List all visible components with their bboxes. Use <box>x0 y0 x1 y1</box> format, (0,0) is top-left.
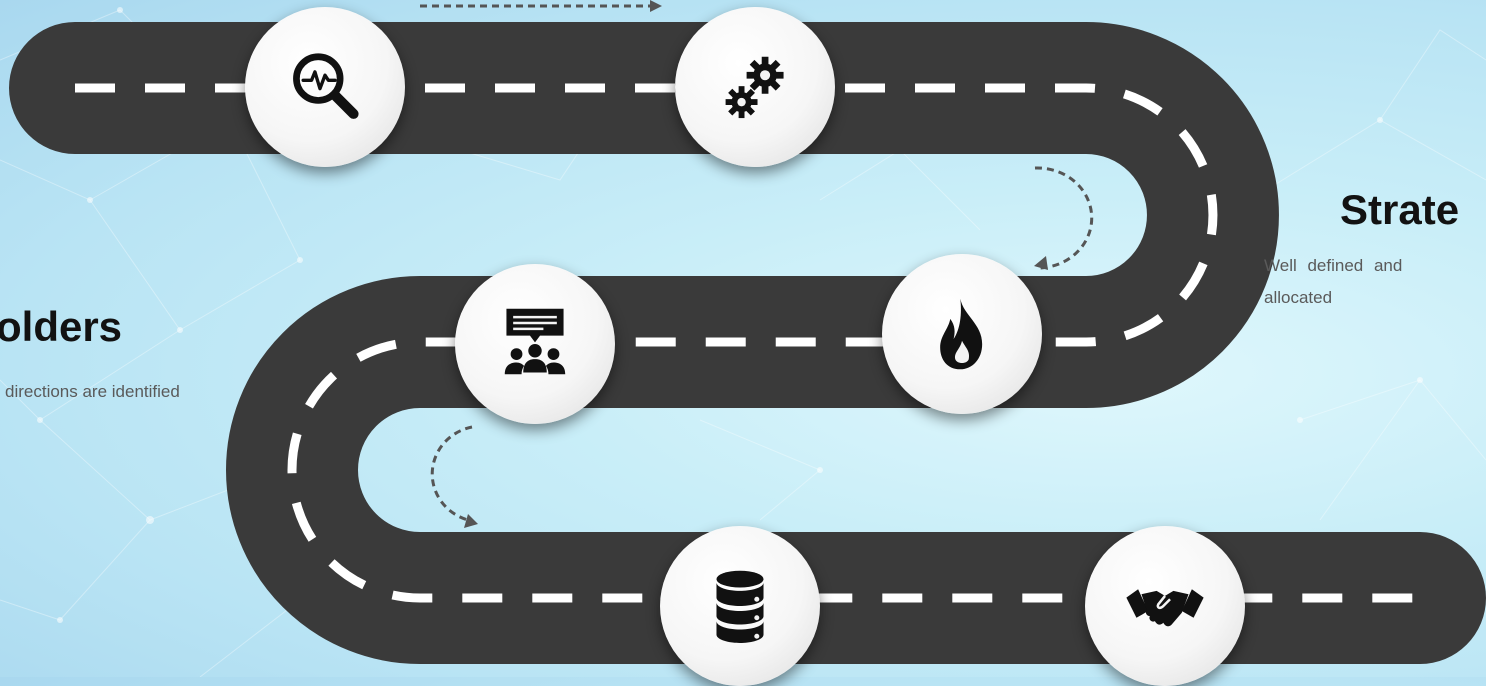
milestone-analysis[interactable] <box>245 7 405 167</box>
milestone-action[interactable] <box>882 254 1042 414</box>
milestone-stakeholders[interactable] <box>455 264 615 424</box>
flow-arrows <box>420 4 1094 522</box>
top-arrow-head <box>650 0 662 12</box>
left-arrow-head <box>464 514 478 528</box>
right-curve-arrow <box>1034 166 1094 270</box>
milestone-partnership[interactable] <box>1085 526 1245 686</box>
stakeholders-description: directions are identified <box>5 382 180 401</box>
magnifier-pulse-icon <box>293 53 359 119</box>
stakeholders-heading: olders <box>0 303 123 350</box>
lane-marking <box>75 83 1420 603</box>
flame-icon <box>940 298 983 370</box>
strategy-description-line2: allocated <box>1264 288 1333 307</box>
handshake-icon <box>1126 589 1204 627</box>
left-curve-arrow <box>430 425 473 522</box>
strategy-description-line1: Well defined and <box>1264 256 1403 275</box>
team-chat-icon <box>504 308 566 375</box>
strategy-heading: Strate <box>1340 186 1460 233</box>
database-icon <box>716 570 764 643</box>
gears-icon <box>725 56 784 119</box>
right-arrow-head <box>1034 256 1048 270</box>
milestone-data[interactable] <box>660 526 820 686</box>
milestone-planning[interactable] <box>675 7 835 167</box>
